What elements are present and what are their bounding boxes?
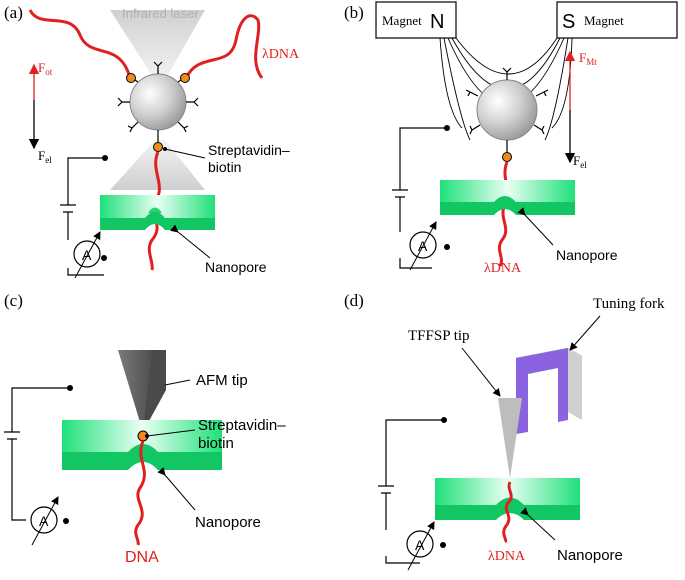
ammeter-label-d: A	[415, 537, 425, 553]
ammeter-a	[73, 240, 101, 268]
panel-a: (a) Infrared laser λDNA	[4, 3, 300, 279]
force-el-label-a: Fel	[38, 148, 52, 165]
panel-a-label: (a)	[4, 3, 23, 22]
force-mt-label: FMt	[579, 50, 597, 67]
panel-b-label: (b)	[344, 3, 364, 22]
magnet-left-label: Magnet	[382, 13, 422, 28]
strept-label-a-1: Streptavidin–	[208, 142, 290, 158]
circuit-d	[378, 419, 444, 564]
force-ot-label: Fot	[38, 60, 53, 77]
dna-through-pore-d	[502, 481, 513, 544]
panel-d: (d) Tuning fork TFFSP tip Nanopore λDNA …	[344, 291, 665, 571]
afm-label: AFM tip	[196, 372, 248, 389]
nanopore-label-b: Nanopore	[556, 247, 618, 263]
magnet-left	[375, 1, 457, 39]
dna-strand-right	[184, 14, 264, 79]
biotin-bead-bottom	[153, 142, 163, 152]
membrane-a	[100, 195, 215, 218]
dna-label-b: λDNA	[484, 261, 522, 276]
strept-label-a-2: biotin	[208, 159, 241, 175]
pole-s: S	[562, 11, 575, 33]
ammeter-label-b: A	[418, 238, 428, 254]
circuit-c	[4, 387, 70, 521]
ammeter-label-c: A	[39, 513, 49, 529]
ammeter-d	[406, 530, 434, 558]
nanopore-label-c: Nanopore	[195, 514, 261, 531]
dna-through-pore-c	[134, 440, 146, 546]
membrane-b	[440, 180, 575, 202]
strept-label-c-2: biotin	[198, 435, 234, 452]
dna-strand-left	[28, 9, 132, 79]
bead-linkers-b	[465, 67, 549, 152]
fork-label: Tuning fork	[593, 296, 665, 312]
pole-n: N	[430, 11, 444, 33]
bead	[129, 73, 187, 131]
ammeter-label-a: A	[82, 247, 92, 263]
nanopore-label-d: Nanopore	[557, 547, 623, 564]
force-el-label-b: Fel	[573, 153, 587, 170]
biotin-bead-right	[180, 73, 190, 83]
membrane-d	[435, 478, 580, 505]
panel-c: (c) AFM tip Streptavidin– biotin Nanopor…	[4, 291, 286, 566]
panel-d-label: (d)	[344, 291, 364, 310]
magnetic-bead	[476, 79, 538, 141]
laser-beam-upper	[110, 10, 205, 80]
laser-beam-lower	[110, 140, 205, 190]
nanopore-label-a: Nanopore	[205, 259, 267, 275]
circuit-b	[392, 127, 447, 269]
tip-label: TFFSP tip	[408, 328, 470, 344]
tffsp-tip	[498, 398, 522, 478]
dna-label-a: λDNA	[262, 47, 300, 62]
tuning-fork	[516, 348, 568, 434]
magnet-right-label: Magnet	[584, 13, 624, 28]
ammeter-c	[30, 506, 58, 534]
dna-label-c: DNA	[125, 549, 159, 566]
panel-b: (b) Magnet N S Magnet	[344, 1, 678, 276]
biotin-bead-left	[126, 73, 136, 83]
panel-c-label: (c)	[4, 291, 23, 310]
dna-through-pore-b	[497, 161, 510, 267]
biotin-b	[502, 152, 512, 162]
laser-label: Infrared laser	[122, 6, 199, 21]
circuit-a	[60, 157, 105, 276]
strept-label-c-1: Streptavidin–	[198, 417, 286, 434]
magnet-right	[556, 1, 678, 39]
dna-label-d: λDNA	[488, 549, 526, 564]
